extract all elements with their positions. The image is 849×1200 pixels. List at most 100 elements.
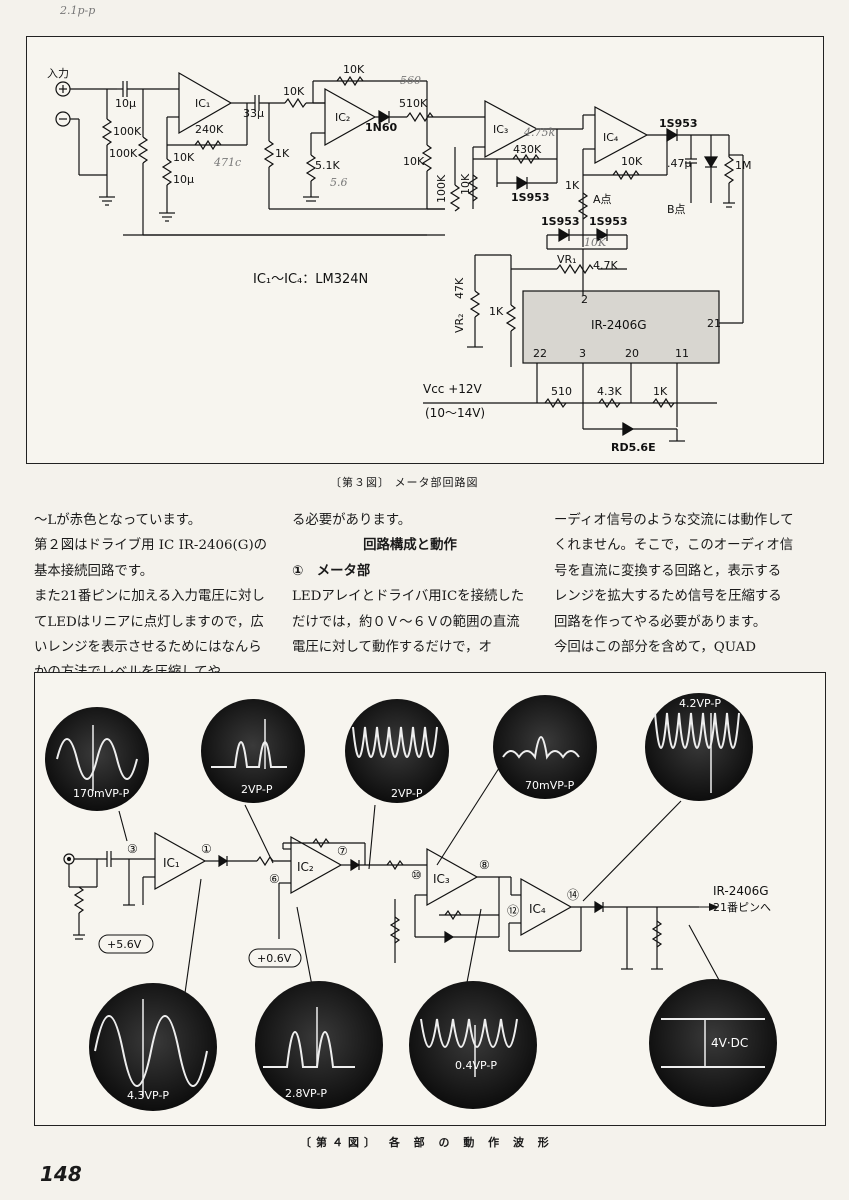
scope-8-label: 0.4VP-P (455, 1059, 497, 1072)
res-10k-e: 10K (621, 155, 643, 168)
res-10k-d: 10K (459, 173, 472, 195)
node-7: ⑦ (337, 844, 348, 858)
point-a-label: A点 (593, 193, 612, 206)
res-1k-b: 1K (565, 179, 580, 192)
output-pin-label: 21番ピンへ (713, 901, 771, 914)
diode-1s953-a: 1S953 (511, 191, 550, 204)
fig4-ic4: IC₄ (529, 902, 546, 916)
paragraph: また21番ピンに加える入力電圧に対してLEDはリニアに点灯しますので，広いレンジ… (34, 589, 265, 680)
res-510: 510 (551, 385, 572, 398)
pin-22: 22 (533, 347, 547, 360)
figure-4-caption: 〔第４図〕 各 部 の 動 作 波 形 (300, 1136, 554, 1149)
paragraph: 第２図はドライブ用 IC IR-2406(G)の基本接続回路です。 (34, 538, 268, 579)
pin-2: 2 (581, 293, 588, 306)
bias-0-6v: +0.6V (257, 952, 292, 965)
diode-1s953-d: 1S953 (589, 215, 628, 228)
text-column-2: る必要があります。 回路構成と動作 ① メータ部 LEDアレイとドライバ用ICを… (292, 508, 528, 660)
res-10k-c: 10K (403, 155, 425, 168)
meter-circuit-schematic: 入力 10μ 100K 100K IC₁ 240K 10K 10μ 33μ 10… (47, 63, 752, 454)
res-5-1k: 5.1K (315, 159, 340, 172)
subsection-heading: ① メータ部 (292, 563, 371, 579)
res-10k-b: 10K (283, 85, 305, 98)
handwritten-note: 471c (214, 156, 242, 169)
pin-11: 11 (675, 347, 689, 360)
scope-4: 70mVP-P (493, 695, 597, 799)
vr2-label: VR₂ (453, 313, 466, 333)
fig4-ic1: IC₁ (163, 856, 180, 870)
vr1-label: VR₁ (557, 253, 577, 266)
pin-3: 3 (579, 347, 586, 360)
ic1-label: IC₁ (195, 97, 210, 110)
ic-note: IC₁～IC₄：LM324N (253, 272, 368, 287)
paragraph: ーディオ信号のような交流には動作してくれません。そこで，このオーディオ信号を直流… (554, 513, 794, 630)
scope-9: 4V·DC (649, 979, 777, 1107)
scope-1: 170mVP-P (45, 707, 149, 811)
res-1k-d: 1K (653, 385, 668, 398)
scope-5: 4.2VP-P (645, 693, 753, 801)
res-510k: 510K (399, 97, 428, 110)
fig4-ic3: IC₃ (433, 872, 450, 886)
ic4-label: IC₄ (603, 131, 619, 144)
cap-047u: .47μ (667, 157, 692, 170)
res-1k-a: 1K (275, 147, 290, 160)
scope-2: 2VP-P (201, 699, 305, 803)
vcc-label: Vcc +12V (423, 382, 483, 396)
cap-10u-b: 10μ (173, 173, 194, 186)
res-100k-b: 100K (109, 147, 138, 160)
ir-chip-label: IR-2406G (591, 318, 647, 332)
handwritten-note: 560 (400, 74, 421, 87)
point-b-label: B点 (667, 203, 686, 216)
res-430k: 430K (513, 143, 542, 156)
waveform-diagram: 170mVP-P 2VP-P 2VP-P 70mVP-P 4.2VP-P (45, 693, 777, 1111)
scope-6-label: 4.3VP-P (127, 1089, 169, 1102)
node-3: ③ (127, 842, 138, 856)
res-10k-a: 10K (173, 151, 195, 164)
scope-4-label: 70mVP-P (525, 779, 575, 792)
node-12: ⑫ (507, 904, 519, 918)
fig4-ic2: IC₂ (297, 860, 314, 874)
scope-2-label: 2VP-P (241, 783, 273, 796)
node-6: ⑥ (269, 872, 280, 886)
res-4-3k: 4.3K (597, 385, 622, 398)
node-10: ⑩ (411, 868, 422, 882)
vcc-range: (10～14V) (425, 406, 485, 420)
scope-9-label: 4V·DC (711, 1036, 748, 1050)
pin-20: 20 (625, 347, 639, 360)
scope-3-label: 2VP-P (391, 787, 423, 800)
diode-1s953-c: 1S953 (541, 215, 580, 228)
cap-33u: 33μ (243, 107, 264, 120)
figure-3-caption: 〔第３図〕 メータ部回路図 (330, 476, 479, 489)
text-column-3: ーディオ信号のような交流には動作してくれません。そこで，このオーディオ信号を直流… (554, 508, 794, 660)
scope-7-label: 2.8VP-P (285, 1087, 327, 1100)
output-chip-label: IR-2406G (713, 884, 769, 898)
diode-1s953-b: 1S953 (659, 117, 698, 130)
ic3-label: IC₃ (493, 123, 508, 136)
ic2-label: IC₂ (335, 111, 350, 124)
node-14: ⑭ (567, 888, 579, 902)
figure-4-waveforms: 170mVP-P 2VP-P 2VP-P 70mVP-P 4.2VP-P (34, 672, 826, 1126)
paragraph: ～Lが赤色となっています。 (34, 513, 202, 528)
diode-1n60: 1N60 (365, 121, 398, 134)
node-8: ⑧ (479, 858, 490, 872)
input-label: 入力 (47, 67, 69, 80)
scope-5-label: 4.2VP-P (679, 697, 721, 710)
res-4-7k: 4.7K (593, 259, 618, 272)
res-1m: 1M (735, 159, 752, 172)
node-1: ① (201, 842, 212, 856)
handwritten-note: 5.6 (330, 176, 348, 189)
page-number: 148 (40, 1162, 82, 1186)
paragraph: る必要があります。 (292, 513, 412, 528)
handwritten-note: 4.75k (524, 126, 556, 139)
scope-3: 2VP-P (345, 699, 449, 803)
res-10k-fb: 10K (343, 63, 365, 76)
paragraph: 今回はこの部分を含めて，QUAD (554, 640, 757, 656)
res-47k: 47K (453, 277, 466, 299)
res-1k-c: 1K (489, 305, 504, 318)
section-heading: 回路構成と動作 (363, 538, 457, 554)
scope-6: 4.3VP-P (89, 983, 217, 1111)
scope-7: 2.8VP-P (255, 981, 383, 1109)
handwritten-note: 2.1p-p (60, 4, 96, 17)
res-100k-a: 100K (113, 125, 142, 138)
paragraph: LEDアレイとドライバ用ICを接続しただけでは，約０Ｖ～６Ｖの範囲の直流電圧に対… (292, 589, 525, 656)
bias-5-6v: +5.6V (107, 938, 142, 951)
